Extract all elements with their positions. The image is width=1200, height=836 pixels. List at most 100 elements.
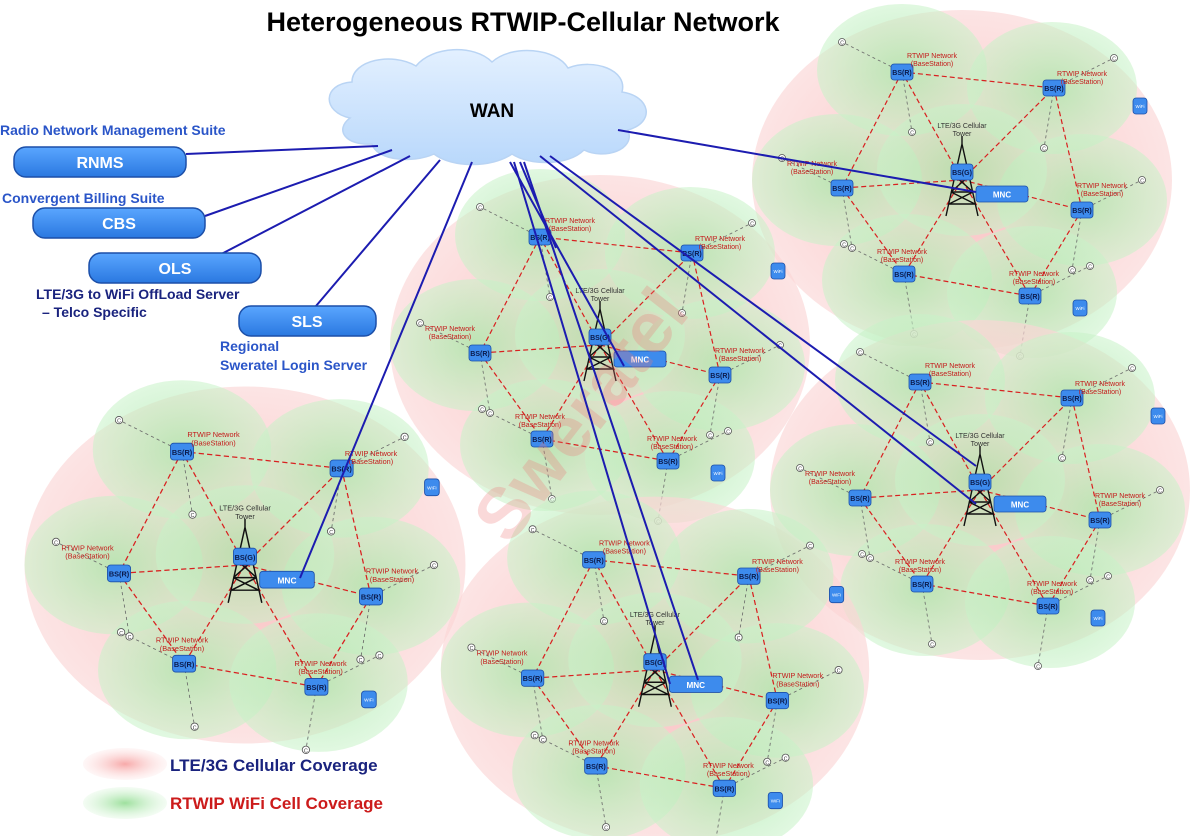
client-label: C [726, 430, 730, 436]
client-node: C [806, 541, 815, 550]
base-station-relay[interactable]: BS(R)RTWIP Network(BaseStation) [1042, 71, 1107, 97]
base-station-relay[interactable]: BS(R)RTWIP Network(BaseStation) [1060, 381, 1125, 407]
mnc-box[interactable]: MNC [668, 675, 723, 693]
client-label: C [480, 408, 484, 414]
client-label: C [548, 296, 552, 302]
legend-cellular-swatch [83, 748, 167, 780]
client-link [777, 669, 839, 701]
bs-relay-label: BS(R) [361, 593, 382, 602]
client-label: C [1060, 457, 1064, 463]
client-node: C [1128, 364, 1136, 373]
client-label: C [842, 243, 846, 249]
base-station-relay[interactable]: BS(R)RTWIP Network(BaseStation) [1070, 183, 1127, 219]
client-node: C [706, 431, 714, 440]
wifi-access-point[interactable]: WiFi [361, 690, 377, 709]
base-station-gateway[interactable]: BS(G) [233, 547, 257, 566]
base-station-relay[interactable]: BS(R)RTWIP Network(BaseStation) [708, 348, 765, 384]
bs-gateway-label: BS(G) [952, 170, 972, 177]
base-station-gateway[interactable]: BS(G) [643, 653, 667, 671]
base-station-relay[interactable]: BS(R)RTWIP Network(BaseStation) [805, 471, 872, 507]
base-station-relay[interactable]: BS(R)RTWIP Network(BaseStation) [329, 449, 397, 478]
base-station-relay[interactable]: BS(R)RTWIP Network(BaseStation) [737, 558, 804, 585]
wifi-label: WiFi [1154, 414, 1163, 419]
wifi-access-point[interactable]: WiFi [1072, 299, 1088, 317]
mesh-link [539, 236, 693, 254]
wifi-access-point[interactable]: WiFi [1090, 609, 1106, 627]
client-link [709, 374, 721, 436]
base-station-relay[interactable]: BS(R)RTWIP Network(BaseStation) [515, 414, 565, 448]
base-station-relay[interactable]: BS(R)RTWIP Network(BaseStation) [156, 636, 209, 673]
base-station-relay[interactable]: BS(R)RTWIP Network(BaseStation) [908, 363, 975, 391]
base-station-relay[interactable]: BS(R)RTWIP Network(BaseStation) [61, 543, 131, 583]
base-station-gateway[interactable]: BS(G) [968, 473, 992, 491]
client-label: C [850, 247, 854, 253]
rtwip-caption-line2: (BaseStation) [651, 444, 693, 451]
wan-cloud[interactable]: WAN [328, 49, 647, 166]
ols-caption-line2: – Telco Specific [42, 304, 147, 320]
ols-button[interactable]: OLS [88, 252, 262, 284]
base-station-relay[interactable]: BS(R)RTWIP Network(BaseStation) [765, 672, 824, 710]
wifi-access-point[interactable]: WiFi [770, 262, 786, 280]
base-station-relay[interactable]: BS(R)RTWIP Network(BaseStation) [1009, 271, 1059, 305]
client-dot [1040, 144, 1048, 152]
rtwip-caption-line1: RTWIP Network [515, 414, 565, 421]
sls-label: SLS [291, 314, 322, 331]
client-node: C [848, 244, 856, 253]
rtwip-caption-line2: (BaseStation) [1081, 191, 1123, 198]
sls-button[interactable]: SLS [238, 305, 377, 337]
bs-relay-label: BS(R) [832, 186, 851, 193]
tower-caption-line1: LTE/3G Cellular [937, 123, 987, 130]
base-station-relay[interactable]: BS(R)RTWIP Network(BaseStation) [680, 236, 745, 262]
wifi-access-point[interactable]: WiFi [1132, 97, 1148, 115]
tower-caption-line2: Tower [235, 512, 255, 521]
base-station-relay[interactable]: BS(R)RTWIP Network(BaseStation) [425, 326, 492, 362]
mnc-box[interactable]: MNC [993, 495, 1047, 513]
base-station-relay[interactable]: BS(R)RTWIP Network(BaseStation) [877, 249, 927, 283]
mesh-links [859, 381, 1101, 607]
mnc-box[interactable]: MNC [613, 350, 667, 368]
cbs-button[interactable]: CBS [32, 207, 206, 239]
base-station-relay[interactable]: BS(R)RTWIP Network(BaseStation) [568, 739, 620, 775]
wifi-access-point[interactable]: WiFi [829, 585, 845, 604]
mesh-link [1047, 519, 1101, 607]
wifi-label: WiFi [364, 698, 373, 704]
base-station-relay[interactable]: BS(R)RTWIP Network(BaseStation) [895, 559, 945, 593]
base-station-relay[interactable]: BS(R)RTWIP Network(BaseStation) [294, 659, 347, 696]
rtwip-caption-line2: (BaseStation) [191, 438, 235, 447]
wifi-access-point[interactable]: WiFi [767, 791, 783, 810]
mnc-box[interactable]: MNC [975, 185, 1029, 203]
client-node: C [926, 438, 934, 447]
rnms-button[interactable]: RNMS [13, 146, 187, 178]
base-station-relay[interactable]: BS(R)RTWIP Network(BaseStation) [647, 436, 697, 470]
base-station-relay[interactable]: BS(R)RTWIP Network(BaseStation) [1088, 493, 1145, 529]
client-dot [1058, 454, 1066, 462]
legend-wifi-swatch [83, 787, 167, 819]
rtwip-caption-line2: (BaseStation) [298, 667, 342, 676]
base-station-relay[interactable]: BS(R)RTWIP Network(BaseStation) [703, 762, 754, 797]
mnc-box[interactable]: MNC [259, 570, 315, 589]
client-node: C [188, 510, 197, 519]
client-label: C [837, 669, 841, 675]
base-station-relay[interactable]: BS(R)RTWIP Network(BaseStation) [477, 650, 545, 687]
client-node: C [1110, 54, 1118, 63]
base-station-relay[interactable]: BS(R)RTWIP Network(BaseStation) [582, 540, 651, 569]
bs-relay-box [530, 430, 554, 448]
bs-relay-label: BS(R) [523, 675, 543, 683]
wifi-access-point[interactable]: WiFi [1150, 407, 1166, 425]
client-node: C [602, 823, 611, 832]
rtwip-caption-line2: (BaseStation) [603, 548, 646, 556]
base-station-relay[interactable]: BS(R)RTWIP Network(BaseStation) [359, 566, 418, 606]
base-station-relay[interactable]: BS(R)RTWIP Network(BaseStation) [1027, 581, 1077, 615]
mesh-link [599, 252, 693, 346]
client-link [471, 647, 533, 679]
wifi-access-point[interactable]: WiFi [424, 478, 440, 497]
wifi-access-point[interactable]: WiFi [710, 464, 726, 482]
base-station-relay[interactable]: BS(R)RTWIP Network(BaseStation) [170, 430, 240, 461]
base-station-relay[interactable]: BS(R)RTWIP Network(BaseStation) [890, 53, 957, 81]
bs-gateway-box [643, 653, 667, 671]
client-label: C [531, 528, 535, 534]
client-link [1029, 265, 1091, 297]
bs-gateway-label: BS(G) [970, 480, 990, 487]
base-station-gateway[interactable]: BS(G) [950, 163, 974, 181]
client-label: C [1130, 367, 1134, 373]
